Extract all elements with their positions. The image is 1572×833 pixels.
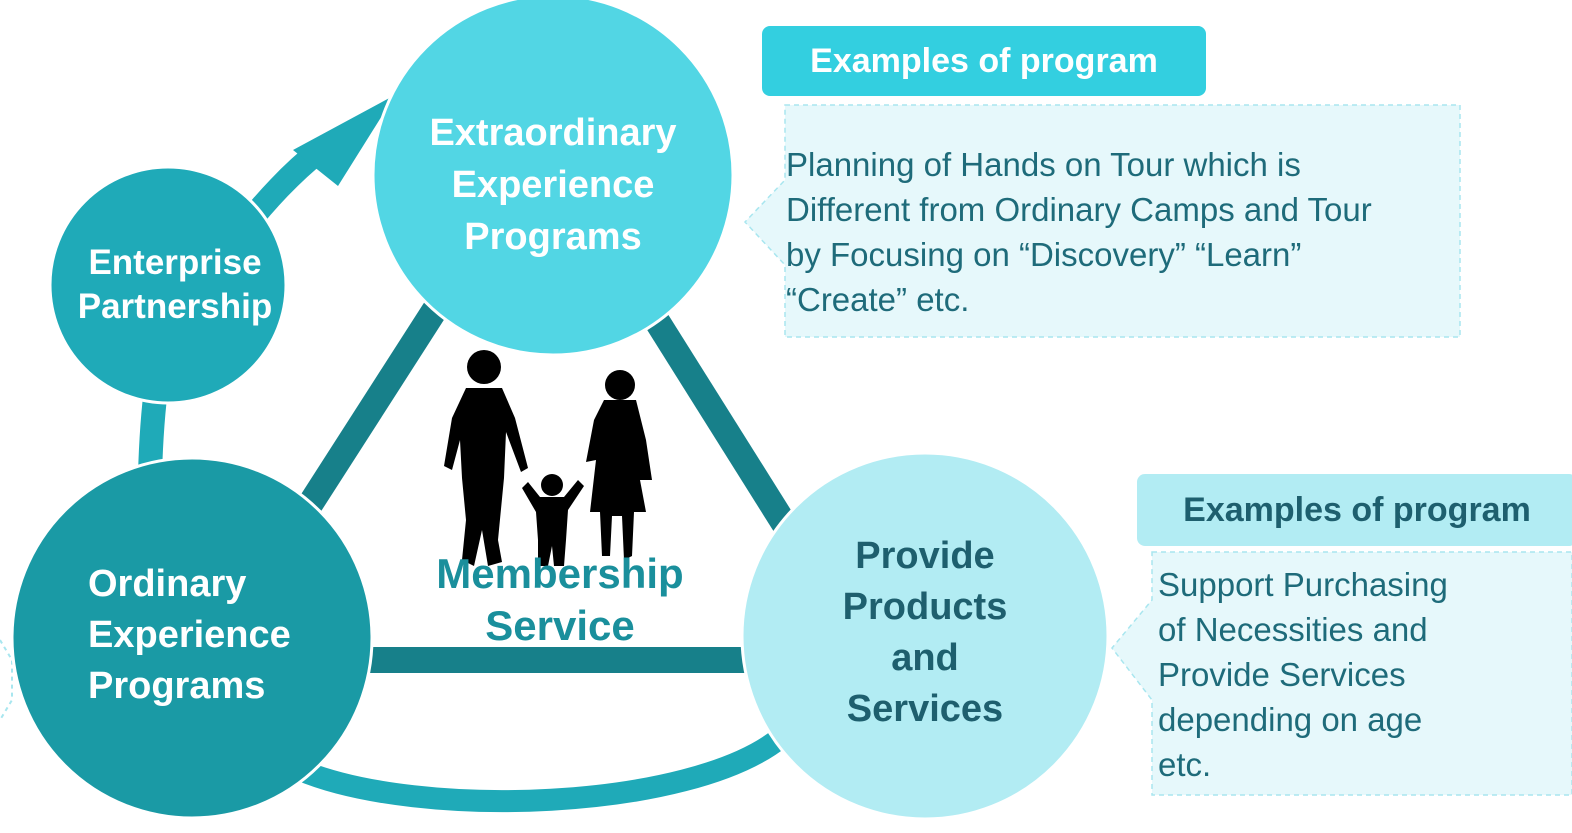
membership-service-label: Membership Service [400, 545, 720, 655]
callout-top-line-2: Different from Ordinary Camps and Tour [786, 191, 1372, 228]
callout-bottom-text: Support Purchasing of Necessities and Pr… [1158, 562, 1558, 787]
ordinary-circle [10, 456, 374, 820]
triangle-edge-left [289, 297, 449, 528]
enterprise-label-line-1: Enterprise [88, 243, 262, 282]
callout-bottom-header: Examples of program [1137, 474, 1572, 546]
provide-label-line-3: and [891, 637, 959, 679]
enterprise-label: Enterprise Partnership [60, 225, 290, 345]
cycle-arrow-head [293, 95, 395, 186]
extraordinary-circle [371, 0, 735, 357]
callout-bottom-line-1: Support Purchasing [1158, 566, 1448, 603]
provide-label-line-1: Provide [855, 535, 995, 577]
callout-bottom-line-2: of Necessities and [1158, 611, 1428, 648]
provide-label-line-2: Products [842, 586, 1008, 628]
extraordinary-label-line-2: Experience [451, 164, 655, 206]
provide-label-line-4: Services [846, 688, 1004, 730]
triangle-edge-right [643, 311, 797, 532]
callout-top-header-text: Examples of program [810, 41, 1158, 80]
extraordinary-label: Extraordinary Experience Programs [393, 100, 713, 270]
ordinary-label: Ordinary Experience Programs [62, 555, 322, 715]
enterprise-label-line-2: Partnership [77, 287, 273, 326]
membership-label-line-2: Service [485, 602, 635, 649]
callout-bottom-body [1111, 551, 1572, 796]
membership-label-line-1: Membership [436, 550, 684, 597]
callout-bottom-line-5: etc. [1158, 746, 1212, 783]
extraordinary-label-line-3: Programs [464, 216, 642, 258]
callout-top-text: Planning of Hands on Tour which is Diffe… [786, 142, 1466, 322]
ordinary-label-line-2: Experience [88, 613, 291, 656]
left-callout-edge [0, 639, 13, 721]
callout-bottom-line-4: depending on age [1158, 701, 1423, 738]
extraordinary-label-line-1: Extraordinary [429, 112, 677, 154]
callout-top-line-1: Planning of Hands on Tour which is [786, 146, 1301, 183]
callout-bottom-header-text: Examples of program [1183, 490, 1531, 529]
provide-circle [740, 451, 1110, 821]
family-silhouette-icon [444, 350, 652, 566]
callout-bottom-line-3: Provide Services [1158, 656, 1406, 693]
enterprise-circle [48, 165, 288, 405]
cycle-arrow-bottom [295, 729, 787, 813]
callout-top-line-3: by Focusing on “Discovery” “Learn” [786, 236, 1302, 273]
ordinary-label-line-3: Programs [88, 664, 266, 707]
provide-label: Provide Products and Services [790, 528, 1060, 738]
ordinary-label-line-1: Ordinary [88, 562, 247, 605]
callout-top-body [743, 104, 1461, 338]
callout-top-header: Examples of program [762, 26, 1206, 96]
callout-top-line-4: “Create” etc. [786, 281, 970, 318]
